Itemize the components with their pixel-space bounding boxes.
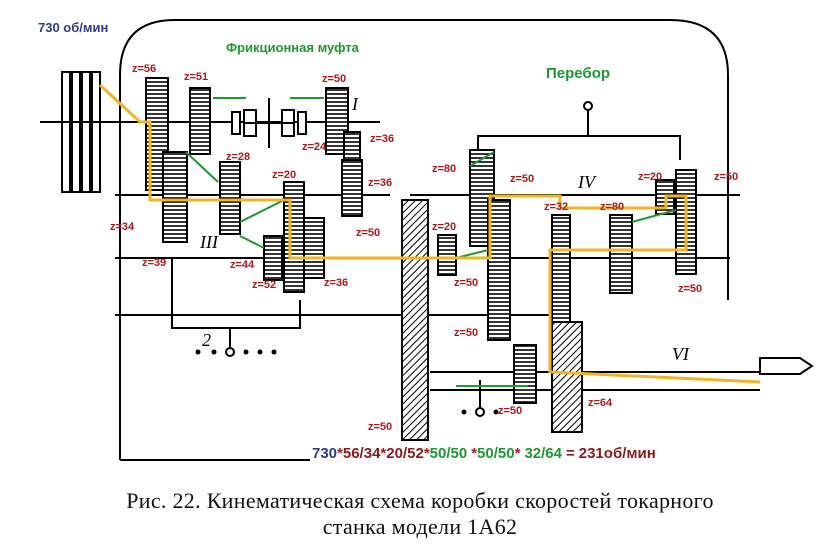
label-z80-a: z=80 bbox=[432, 163, 456, 175]
gear-z50-large bbox=[401, 199, 429, 441]
label-z20-a: z=20 bbox=[272, 169, 296, 181]
label-z50-d: z=50 bbox=[678, 283, 702, 295]
gear-z36-b bbox=[341, 159, 363, 217]
label-z52: z=52 bbox=[252, 279, 276, 291]
drive-pulley bbox=[61, 71, 101, 193]
formula-ratio-5: 32/64 bbox=[524, 445, 562, 462]
friction-clutch bbox=[231, 98, 307, 148]
formula-ratio-3: 50/50 bbox=[430, 445, 468, 462]
figure-caption-line1: Рис. 22. Кинематическая схема коробки ск… bbox=[126, 488, 714, 513]
label-z36-c: z=36 bbox=[324, 277, 348, 289]
perebor-lever bbox=[477, 101, 681, 160]
label-z50-c: z=50 bbox=[714, 171, 738, 183]
gear-z50-h bbox=[513, 344, 537, 404]
formula-equals: = bbox=[566, 445, 575, 462]
power-flow-path bbox=[98, 83, 761, 384]
formula-ratio-4: 50/50 bbox=[477, 445, 515, 462]
formula-result: 231об/мин bbox=[579, 445, 656, 462]
label-z24: z=24 bbox=[302, 141, 327, 153]
selector-lever bbox=[171, 258, 301, 357]
gear-z44 bbox=[263, 235, 283, 281]
gear-z32 bbox=[551, 214, 571, 326]
label-z80-b: z=80 bbox=[600, 201, 624, 213]
label-z51: z=51 bbox=[184, 71, 208, 83]
label-z28: z=28 bbox=[226, 151, 250, 163]
gear-z36-c bbox=[303, 217, 325, 279]
label-z50-h: z=50 bbox=[498, 405, 522, 417]
shaft-label-iii: III bbox=[199, 232, 219, 252]
gear-z50-top bbox=[325, 87, 349, 155]
label-z36-a: z=36 bbox=[370, 133, 394, 145]
formula-op-1: * bbox=[337, 445, 343, 462]
perebor-label: Перебор bbox=[546, 65, 610, 82]
gear-ratio-formula: 730*56/34*20/52*50/50*50/50*32/64=231об/… bbox=[312, 445, 656, 462]
clutch-label: Фрикционная муфта bbox=[226, 40, 360, 55]
spindle-tip bbox=[759, 357, 814, 375]
label-z50-g: z=50 bbox=[368, 421, 392, 433]
label-z34: z=34 bbox=[110, 221, 135, 233]
gear-z51 bbox=[189, 87, 211, 155]
label-z50-mid: z=50 bbox=[356, 227, 380, 239]
spindle-lever bbox=[461, 380, 499, 417]
mesh-indicators bbox=[185, 97, 677, 387]
input-speed-label: 730 об/мин bbox=[38, 20, 108, 35]
label-z44: z=44 bbox=[230, 259, 255, 271]
gear-z64 bbox=[551, 321, 583, 433]
formula-input: 730 bbox=[312, 445, 337, 462]
label-z50-b: z=50 bbox=[510, 173, 534, 185]
label-z32: z=32 bbox=[544, 201, 568, 213]
label-z64: z=64 bbox=[588, 397, 613, 409]
formula-op-2: * bbox=[380, 445, 386, 462]
label-z36-b: z=36 bbox=[368, 177, 392, 189]
formula-op-4: * bbox=[471, 445, 477, 462]
label-z50-e: z=50 bbox=[454, 277, 478, 289]
gear-z80-b bbox=[609, 214, 633, 294]
figure-caption-line2: станка модели 1А62 bbox=[322, 514, 518, 539]
formula-op-3: * bbox=[424, 445, 430, 462]
label-z39: z=39 bbox=[142, 257, 166, 269]
label-z50-top: z=50 bbox=[322, 73, 346, 85]
formula-op-5: * bbox=[515, 445, 521, 462]
formula-ratio-2: 20/52 bbox=[386, 445, 424, 462]
label-z20-c: z=20 bbox=[638, 171, 662, 183]
shaft-label-iv: IV bbox=[577, 172, 597, 192]
label-z20-b: z=20 bbox=[432, 221, 456, 233]
shaft-label-i: I bbox=[351, 94, 359, 114]
gear-z28 bbox=[219, 161, 241, 235]
shaft-label-vi: VI bbox=[672, 344, 690, 364]
formula-ratio-1: 56/34 bbox=[343, 445, 381, 462]
label-z50-f: z=50 bbox=[454, 327, 478, 339]
gear-z20-b bbox=[437, 234, 457, 276]
shaft-label-2: 2 bbox=[202, 330, 211, 350]
gear-z50-b bbox=[487, 199, 511, 341]
gearbox-housing bbox=[119, 19, 729, 461]
label-z56: z=56 bbox=[132, 63, 156, 75]
gear-z34 bbox=[162, 151, 188, 243]
